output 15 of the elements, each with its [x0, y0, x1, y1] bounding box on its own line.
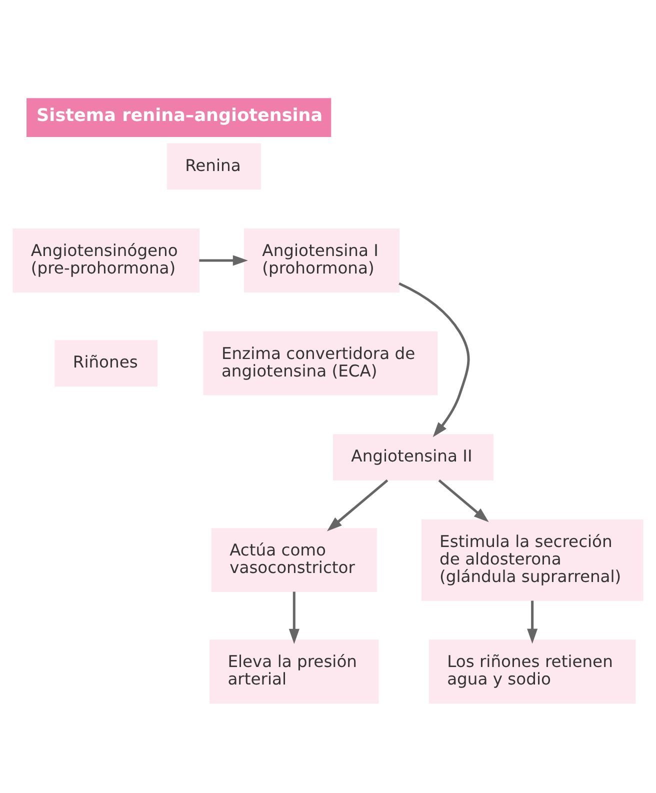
- node-box: Angiotensina I (prohormona): [244, 228, 400, 292]
- node-box: Estimula la secreción de aldosterona (glándula suprarrenal): [421, 519, 644, 601]
- arrow: [288, 592, 300, 644]
- node-box: Los riñones retienen agua y sodio: [428, 640, 636, 704]
- node-box: Angiotensina II: [333, 434, 494, 480]
- diagram-title: Sistema renina–angiotensina: [36, 106, 323, 126]
- arrow: [326, 479, 388, 532]
- node-box: Actúa como vasoconstrictor: [211, 528, 377, 592]
- arrow: [527, 600, 538, 644]
- node-box: Angiotensinógeno (pre-prohormona): [12, 228, 200, 292]
- arrow: [438, 479, 489, 522]
- node-box: Eleva la presión arterial: [210, 640, 379, 704]
- arrow: [199, 255, 248, 266]
- arrow: [398, 282, 470, 438]
- node-box: Enzima convertidora de angiotensina (ECA): [203, 331, 438, 396]
